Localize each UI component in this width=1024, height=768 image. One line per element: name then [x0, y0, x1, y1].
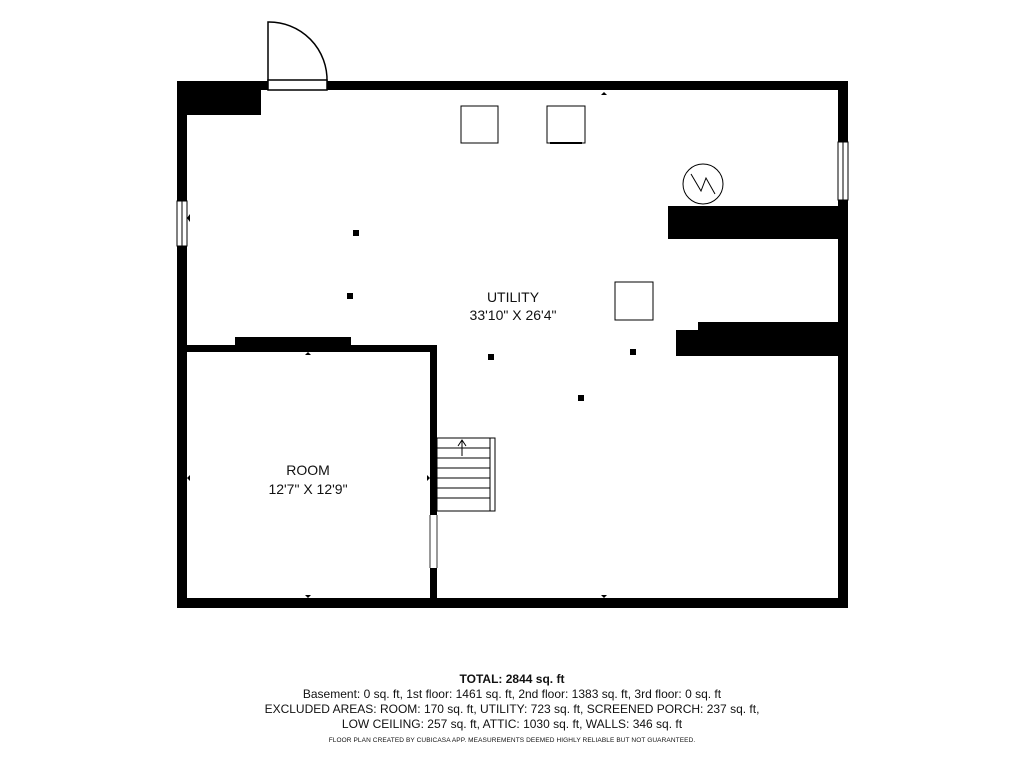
total-area: TOTAL: 2844 sq. ft	[459, 672, 565, 686]
appliance-1	[460, 105, 499, 144]
disclaimer: FLOOR PLAN CREATED BY CUBICASA APP. MEAS…	[328, 737, 696, 744]
room-dims: 12'7" X 12'9"	[268, 481, 347, 497]
excluded-areas-line-2: LOW CEILING: 257 sq. ft, ATTIC: 1030 sq.…	[341, 717, 683, 731]
excluded-areas-line-1: EXCLUDED AREAS: ROOM: 170 sq. ft, UTILIT…	[264, 702, 760, 716]
utility-name: UTILITY	[487, 289, 540, 305]
area-summary: TOTAL: 2844 sq. ft Basement: 0 sq. ft, 1…	[0, 672, 1024, 745]
utility-dims: 33'10" X 26'4"	[470, 307, 557, 323]
stairs	[436, 437, 496, 512]
appliance-3	[614, 281, 654, 321]
window-right	[837, 141, 849, 201]
interior-walls-right	[668, 206, 840, 356]
floor-breakdown: Basement: 0 sq. ft, 1st floor: 1461 sq. …	[302, 687, 722, 701]
room-walls	[177, 337, 437, 608]
support-posts	[347, 230, 636, 401]
exterior-walls	[177, 81, 848, 608]
room-name: ROOM	[286, 462, 330, 478]
water-heater-icon	[682, 163, 724, 205]
appliance-2	[546, 105, 586, 144]
dimension-markers	[187, 92, 607, 598]
window-left	[176, 200, 188, 247]
room-doorway	[429, 515, 438, 568]
entry-door	[267, 21, 328, 91]
